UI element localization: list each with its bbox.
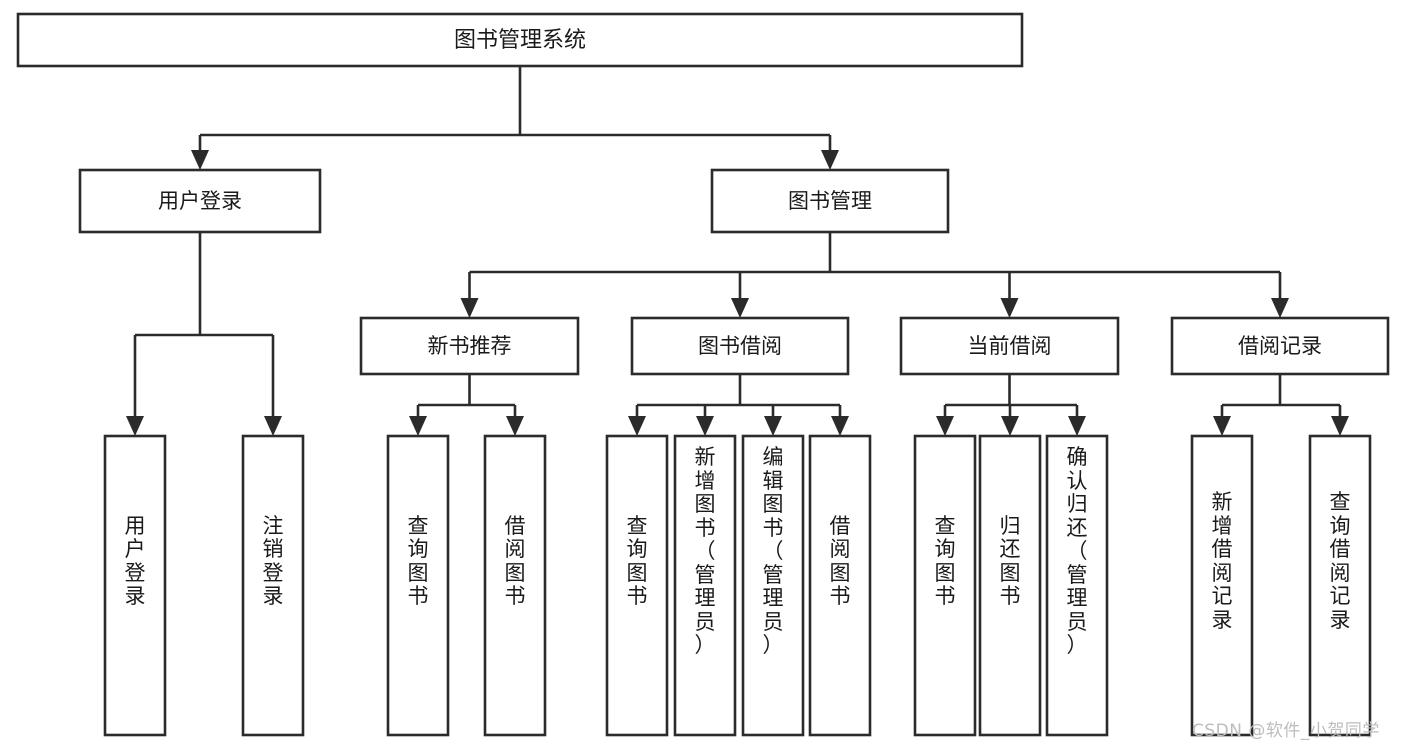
node-level3-label-0: 新书推荐 <box>428 334 512 358</box>
node-level3-3[interactable] <box>1170 316 1390 376</box>
node-leaf-7[interactable] <box>808 434 872 737</box>
node-root-label: 图书管理系统 <box>454 28 586 53</box>
arrow-to-leaf-1-1 <box>506 416 524 436</box>
node-leaf-4[interactable] <box>605 434 669 737</box>
node-level3-1[interactable] <box>630 316 850 376</box>
node-level2-label-1: 图书管理 <box>788 189 872 213</box>
arrow-to-leaf-4-1 <box>1331 416 1349 436</box>
node-leaf-5[interactable] <box>673 434 737 737</box>
arrow-to-leaf-2-0 <box>628 416 646 436</box>
arrow-to-leaf-2-2 <box>764 416 782 436</box>
node-leaf-10[interactable] <box>1045 434 1109 737</box>
node-leaf-3[interactable] <box>483 434 547 737</box>
node-box-layer <box>16 12 1390 737</box>
node-level2-1[interactable] <box>710 168 950 234</box>
node-level3-0[interactable] <box>359 316 580 376</box>
arrow-to-leaf-0-0 <box>126 416 144 436</box>
arrow-to-level2-0 <box>191 150 209 170</box>
node-leaf-8[interactable] <box>913 434 977 737</box>
arrow-to-level3-0 <box>460 298 479 318</box>
node-level3-2[interactable] <box>899 316 1120 376</box>
node-root[interactable] <box>16 12 1024 68</box>
node-level3-label-2: 当前借阅 <box>968 334 1052 358</box>
node-leaf-2[interactable] <box>386 434 450 737</box>
arrow-to-leaf-3-1 <box>1001 416 1019 436</box>
arrow-to-leaf-2-3 <box>831 416 849 436</box>
connector-layer <box>126 66 1349 436</box>
arrow-to-level3-1 <box>731 298 749 318</box>
arrow-to-leaf-1-0 <box>409 416 427 436</box>
node-level2-label-0: 用户登录 <box>158 189 242 213</box>
arrow-to-leaf-3-2 <box>1068 416 1086 436</box>
node-level2-0[interactable] <box>78 168 322 234</box>
node-level3-label-3: 借阅记录 <box>1238 334 1322 358</box>
node-leaf-0[interactable] <box>103 434 167 737</box>
node-leaf-1[interactable] <box>241 434 305 737</box>
csdn-watermark: CSDN @软件_小贺同学 <box>1192 721 1380 741</box>
arrow-to-level3-3 <box>1271 298 1289 318</box>
arrow-to-leaf-3-0 <box>936 416 954 436</box>
node-leaf-11[interactable] <box>1190 434 1254 737</box>
node-leaf-9[interactable] <box>978 434 1042 737</box>
arrow-to-leaf-2-1 <box>696 416 714 436</box>
arrow-to-leaf-0-1 <box>264 416 282 436</box>
node-leaf-12[interactable] <box>1308 434 1372 737</box>
node-level3-label-1: 图书借阅 <box>698 334 782 358</box>
arrow-to-leaf-4-0 <box>1213 416 1231 436</box>
node-leaf-6[interactable] <box>741 434 805 737</box>
arrow-to-level3-2 <box>1000 298 1019 318</box>
arrow-to-level2-1 <box>821 150 839 170</box>
